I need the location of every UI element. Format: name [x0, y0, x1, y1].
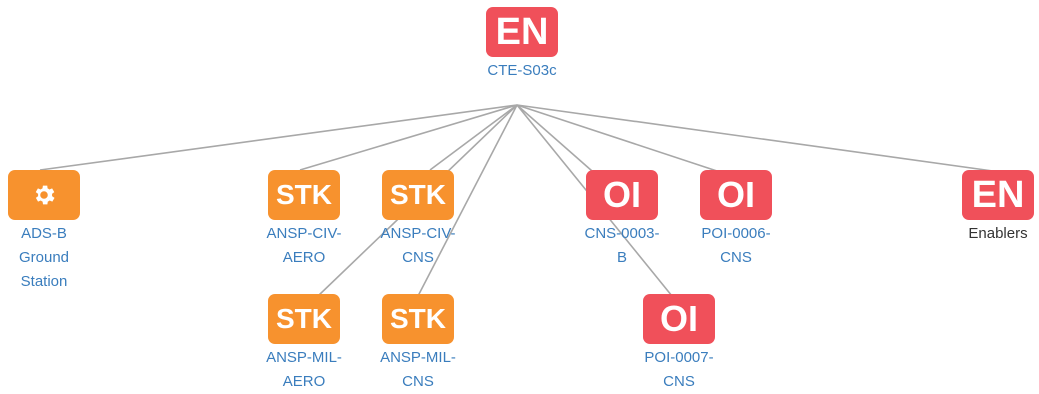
node-badge: STK	[382, 170, 454, 220]
node-label[interactable]: POI-0007- CNS	[644, 349, 714, 390]
node-ads-b[interactable]: ADS-B Ground Station	[8, 170, 80, 294]
node-oi-cns-0003[interactable]: OI CNS-0003- B	[584, 170, 660, 270]
edge-stk-mil-cns	[417, 104, 518, 297]
node-stk-civ-aero[interactable]: STK ANSP-CIV- AERO	[266, 170, 342, 270]
node-badge: OI	[586, 170, 658, 220]
node-badge: EN	[486, 7, 558, 57]
node-label[interactable]: POI-0006- CNS	[701, 225, 771, 266]
node-badge: OI	[700, 170, 772, 220]
node-badge: STK	[268, 294, 340, 344]
node-stk-mil-cns[interactable]: STK ANSP-MIL- CNS	[380, 294, 456, 394]
node-label[interactable]: ANSP-CIV- AERO	[266, 225, 342, 266]
edge-stk-civ-cns	[429, 104, 518, 171]
node-oi-poi-0007[interactable]: OI POI-0007- CNS	[643, 294, 715, 394]
node-badge: STK	[382, 294, 454, 344]
gear-icon	[8, 170, 80, 220]
node-en-enablers[interactable]: EN Enablers	[962, 170, 1034, 246]
node-label[interactable]: ANSP-MIL- AERO	[266, 349, 342, 390]
node-badge: EN	[962, 170, 1034, 220]
edge-stk-civ-aero	[299, 104, 518, 171]
node-badge: OI	[643, 294, 715, 344]
node-label[interactable]: ANSP-CIV- CNS	[380, 225, 456, 266]
edge-ads-b	[39, 104, 518, 171]
node-label[interactable]: Enablers	[968, 225, 1028, 242]
node-oi-poi-0006[interactable]: OI POI-0006- CNS	[700, 170, 772, 270]
node-label[interactable]: ADS-B Ground Station	[18, 225, 70, 290]
node-label[interactable]: ANSP-MIL- CNS	[380, 349, 456, 390]
edge-oi-cns-0003	[516, 104, 601, 179]
node-label[interactable]: CNS-0003- B	[584, 225, 660, 266]
node-root[interactable]: EN CTE-S03c	[486, 7, 558, 83]
node-stk-mil-aero[interactable]: STK ANSP-MIL- AERO	[266, 294, 342, 394]
edge-oi-poi-0006	[516, 104, 721, 173]
node-label[interactable]: CTE-S03c	[487, 62, 557, 79]
node-badge: STK	[268, 170, 340, 220]
node-stk-civ-cns[interactable]: STK ANSP-CIV- CNS	[380, 170, 456, 270]
edge-en-enablers	[516, 104, 1001, 173]
